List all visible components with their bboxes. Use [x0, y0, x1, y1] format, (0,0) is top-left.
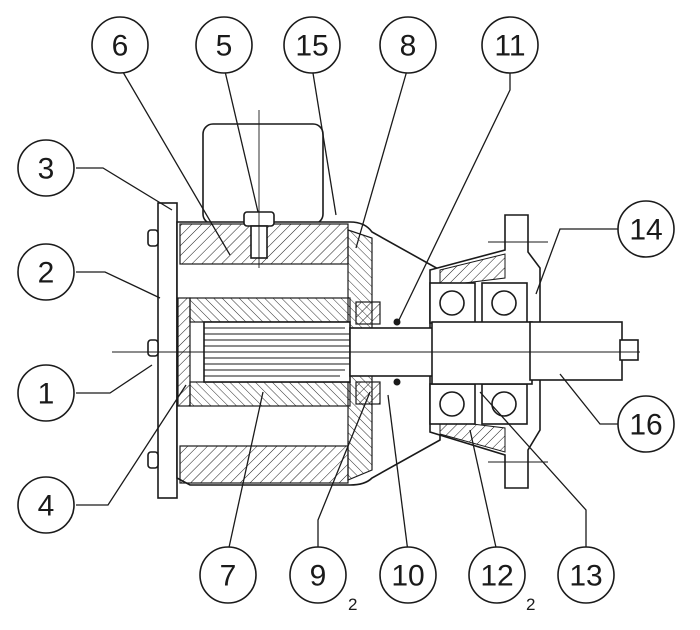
- callout-1: 1: [17, 364, 75, 422]
- callout-label: 5: [216, 30, 233, 63]
- callout-circle: [379, 16, 437, 74]
- callout-circle: [617, 395, 675, 453]
- callout-label: 8: [400, 30, 417, 63]
- callout-label: 9: [310, 560, 327, 593]
- callout-circle: [289, 546, 347, 604]
- callout-4: 4: [17, 476, 75, 534]
- callout-6: 6: [91, 16, 149, 74]
- quantity-label-part-9: 2: [348, 595, 357, 614]
- callout-11: 11: [481, 16, 539, 74]
- callout-circle: [17, 476, 75, 534]
- callout-15: 15: [283, 16, 341, 74]
- callout-circle: [617, 200, 675, 258]
- callout-circle: [91, 16, 149, 74]
- ball-bearing: [429, 282, 476, 425]
- seal: [355, 381, 381, 405]
- callout-5: 5: [195, 16, 253, 74]
- callout-label: 15: [295, 30, 328, 63]
- callout-label: 1: [38, 378, 55, 411]
- callout-14: 14: [617, 200, 675, 258]
- pump-body: [112, 110, 640, 499]
- callout-circle: [379, 546, 437, 604]
- cover-plate: [157, 202, 178, 499]
- callout-8: 8: [379, 16, 437, 74]
- callout-label: 14: [629, 214, 662, 247]
- callout-circle: [17, 243, 75, 301]
- leader-lines: [76, 66, 618, 553]
- callout-3: 3: [17, 139, 75, 197]
- callout-label: 7: [220, 560, 237, 593]
- callout-16: 16: [617, 395, 675, 453]
- screw: [243, 110, 275, 268]
- callout-label: 11: [494, 30, 525, 63]
- callout-circle: [17, 139, 75, 197]
- callout-7: 7: [199, 546, 257, 604]
- callout-label: 12: [480, 560, 513, 593]
- callout-label: 3: [38, 153, 55, 186]
- callout-circle: [199, 546, 257, 604]
- callout-12: 12: [468, 546, 526, 604]
- callout-circle: [283, 16, 341, 74]
- callout-circle: [481, 16, 539, 74]
- callout-circle: [17, 364, 75, 422]
- callout-circle: [195, 16, 253, 74]
- callout-label: 2: [38, 257, 55, 290]
- callout-10: 10: [379, 546, 437, 604]
- callout-circle: [557, 546, 615, 604]
- callout-13: 13: [557, 546, 615, 604]
- cover-screws: [147, 229, 159, 469]
- callout-label: 10: [391, 560, 424, 593]
- callout-2: 2: [17, 243, 75, 301]
- callout-label: 6: [112, 30, 129, 63]
- callout-9: 9: [289, 546, 347, 604]
- quantity-label-part-12: 2: [526, 595, 535, 614]
- drive-shaft: [349, 321, 639, 385]
- callout-label: 13: [569, 560, 602, 593]
- ball-bearing: [481, 282, 528, 425]
- seal: [355, 301, 381, 325]
- callout-label: 4: [38, 490, 55, 523]
- mounting-bracket: [202, 123, 324, 225]
- callout-label: 16: [629, 409, 662, 442]
- callout-circle: [468, 546, 526, 604]
